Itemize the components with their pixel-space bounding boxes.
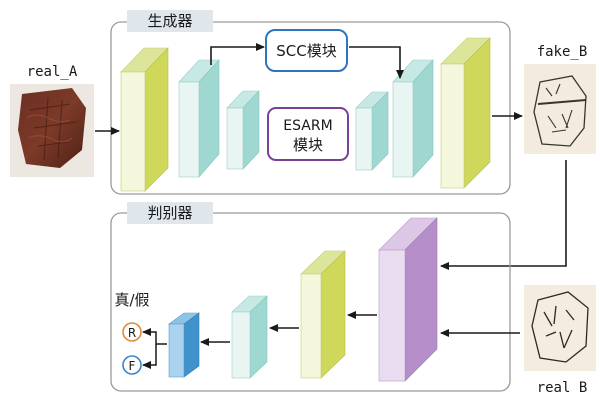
gen-block-cyan-4 xyxy=(392,59,434,178)
esarm-module-label-line1: ESARM xyxy=(283,118,332,134)
disc-block-cyan xyxy=(231,295,268,379)
esarm-module-box xyxy=(267,107,349,161)
gen-block-cyan-2 xyxy=(226,90,260,170)
disc-block-blue xyxy=(168,312,200,378)
fake-b-image xyxy=(524,64,596,154)
discriminator-title-bg xyxy=(127,202,213,224)
arrow-to-fake-output xyxy=(142,344,157,369)
scc-module-box xyxy=(265,29,348,72)
disc-block-yellow xyxy=(300,250,346,379)
generator-title: 生成器 xyxy=(147,12,192,30)
fake-output-label: F xyxy=(129,359,136,373)
arrow-from-scc xyxy=(349,46,404,79)
esarm-module-label-line2: 模块 xyxy=(293,136,323,154)
generator-title-bg xyxy=(127,10,213,32)
real-a-label: real_A xyxy=(27,64,78,80)
gen-block-cyan-3 xyxy=(355,91,389,171)
gen-block-yellow-1 xyxy=(120,47,169,192)
real-a-image xyxy=(10,84,94,177)
generator-panel xyxy=(110,21,511,195)
gen-block-cyan-1 xyxy=(178,59,220,178)
fake-b-label: fake_B xyxy=(537,44,588,60)
discriminator-title: 判别器 xyxy=(147,204,192,222)
arrow-to-scc xyxy=(210,43,265,65)
discriminator-panel xyxy=(110,212,511,392)
real-output-label: R xyxy=(128,326,136,340)
arrow-fake-to-discriminator xyxy=(440,160,567,270)
gen-block-yellow-2 xyxy=(440,37,491,189)
output-label: 真/假 xyxy=(114,291,149,309)
fake-output-circle xyxy=(122,355,142,375)
disc-block-purple xyxy=(378,217,438,382)
real-b-label: real B xyxy=(537,380,588,396)
scc-module-label: SCC模块 xyxy=(276,42,336,60)
real-b-image xyxy=(524,285,596,371)
real-output-circle xyxy=(122,322,142,342)
arrow-to-real-output xyxy=(142,328,167,345)
